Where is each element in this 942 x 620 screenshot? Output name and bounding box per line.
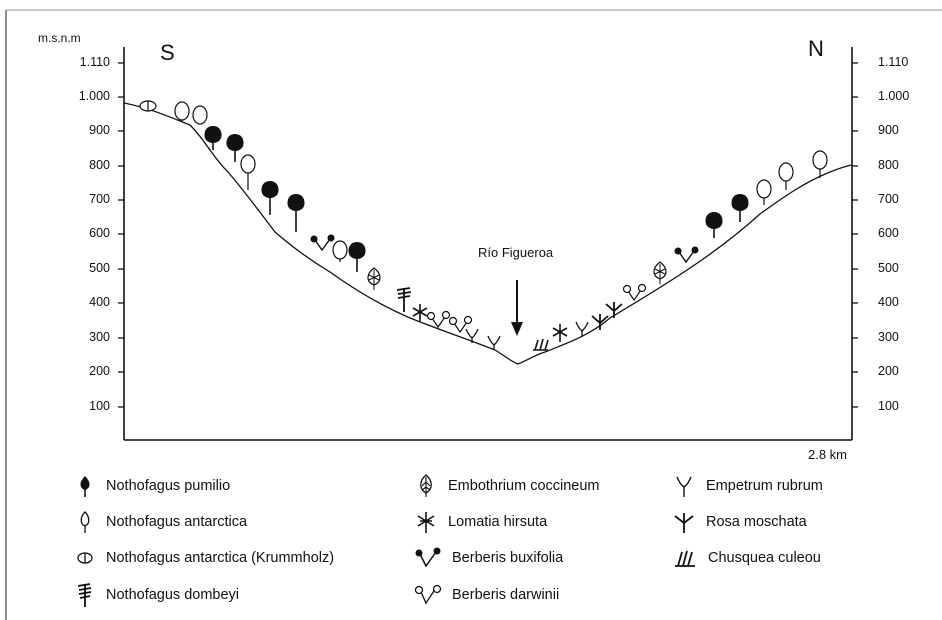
berberis-buxifolia-symbol — [675, 247, 699, 263]
y-tick-right: 400 — [878, 295, 899, 309]
legend-label: Chusquea culeou — [708, 550, 821, 566]
y-tick-left: 800 — [50, 158, 110, 172]
y-unit-label: m.s.n.m — [38, 31, 81, 45]
berberis-darwinii-symbol — [450, 317, 472, 333]
legend-item: Embothrium coccineum — [414, 474, 600, 498]
lomatia-hirsuta-symbol — [413, 304, 427, 322]
legend-item: Nothofagus dombeyi — [74, 583, 239, 607]
legend-item: Nothofagus antarctica — [74, 510, 247, 534]
krummholz-symbol — [140, 101, 156, 111]
legend-item: Empetrum rubrum — [672, 474, 823, 498]
y-tick-left: 700 — [50, 192, 110, 206]
nothofagus-pumilio-symbol — [348, 242, 365, 272]
legend-item: Nothofagus antarctica (Krummholz) — [74, 546, 334, 570]
nothofagus-pumilio-symbol — [226, 134, 243, 162]
legend-label: Berberis darwinii — [452, 587, 559, 603]
embothrium-coccineum-symbol — [368, 268, 380, 290]
y-tick-left: 500 — [50, 261, 110, 275]
empetrum-rubrum-symbol — [466, 329, 478, 343]
legend-label: Nothofagus antarctica (Krummholz) — [106, 550, 334, 566]
y-tick-right: 900 — [878, 123, 899, 137]
nothofagus-dombeyi-symbol — [397, 288, 411, 312]
nothofagus-antarctica-symbol — [193, 106, 207, 124]
legend-label: Nothofagus antarctica — [106, 514, 247, 530]
y-tick-right: 700 — [878, 192, 899, 206]
river-arrow-head — [511, 322, 523, 336]
y-tick-right: 100 — [878, 399, 899, 413]
lomatia-hirsuta-symbol — [553, 324, 567, 342]
nothofagus-dombeyi-icon — [74, 582, 96, 608]
legend-item: Rosa moschata — [672, 510, 807, 534]
legend-item: Berberis buxifolia — [414, 546, 563, 570]
nothofagus-pumilio-symbol — [287, 194, 304, 232]
nothofagus-pumilio-symbol — [705, 212, 722, 238]
legend-label: Embothrium coccineum — [448, 478, 600, 494]
y-tick-left: 200 — [50, 364, 110, 378]
legend-label: Rosa moschata — [706, 514, 807, 530]
nothofagus-antarctica-krummholz-icon — [74, 546, 96, 570]
chusquea-culeou-icon — [672, 546, 698, 570]
y-tick-right: 500 — [878, 261, 899, 275]
nothofagus-antarctica-symbol — [241, 155, 255, 190]
y-tick-right: 200 — [878, 364, 899, 378]
nothofagus-antarctica-symbol — [333, 241, 347, 262]
rosa-moschata-symbol — [606, 302, 622, 318]
chusquea-culeou-symbol — [533, 339, 548, 350]
y-tick-left: 1.110 — [50, 55, 110, 69]
nothofagus-antarctica-icon — [74, 510, 96, 534]
y-tick-left: 600 — [50, 226, 110, 240]
legend-item: Chusquea culeou — [672, 546, 821, 570]
y-tick-left: 400 — [50, 295, 110, 309]
north-label: N — [808, 36, 824, 62]
berberis-buxifolia-symbol — [311, 235, 335, 251]
berberis-buxifolia-icon — [414, 546, 442, 570]
legend-label: Lomatia hirsuta — [448, 514, 547, 530]
river-label: Río Figueroa — [478, 245, 553, 260]
nothofagus-pumilio-icon — [74, 474, 96, 498]
south-label: S — [160, 40, 175, 66]
legend-label: Nothofagus pumilio — [106, 478, 230, 494]
legend-label: Empetrum rubrum — [706, 478, 823, 494]
y-tick-right: 800 — [878, 158, 899, 172]
vegetation-symbols — [140, 101, 827, 350]
legend-item: Berberis darwinii — [414, 583, 559, 607]
legend-label: Nothofagus dombeyi — [106, 587, 239, 603]
empetrum-rubrum-icon — [672, 474, 696, 498]
y-tick-left: 100 — [50, 399, 110, 413]
lomatia-hirsuta-icon — [414, 510, 438, 534]
embothrium-coccineum-icon — [414, 473, 438, 499]
y-tick-right: 600 — [878, 226, 899, 240]
y-tick-right: 300 — [878, 330, 899, 344]
legend-item: Nothofagus pumilio — [74, 474, 230, 498]
nothofagus-antarctica-symbol — [779, 163, 793, 190]
y-tick-right: 1.110 — [878, 55, 908, 69]
legend-label: Berberis buxifolia — [452, 550, 563, 566]
rosa-moschata-icon — [672, 510, 696, 534]
axis-ticks — [118, 63, 858, 407]
y-tick-left: 300 — [50, 330, 110, 344]
embothrium-coccineum-symbol — [654, 262, 666, 284]
nothofagus-antarctica-symbol — [757, 180, 771, 205]
y-tick-right: 1.000 — [878, 89, 909, 103]
legend-item: Lomatia hirsuta — [414, 510, 547, 534]
y-tick-left: 1.000 — [50, 89, 110, 103]
nothofagus-pumilio-symbol — [731, 194, 748, 222]
nothofagus-antarctica-symbol — [175, 102, 189, 121]
nothofagus-pumilio-symbol — [261, 181, 278, 215]
berberis-darwinii-icon — [414, 583, 442, 607]
berberis-darwinii-symbol — [428, 312, 450, 328]
berberis-darwinii-symbol — [624, 285, 646, 301]
y-tick-left: 900 — [50, 123, 110, 137]
distance-label: 2.8 km — [808, 447, 847, 462]
